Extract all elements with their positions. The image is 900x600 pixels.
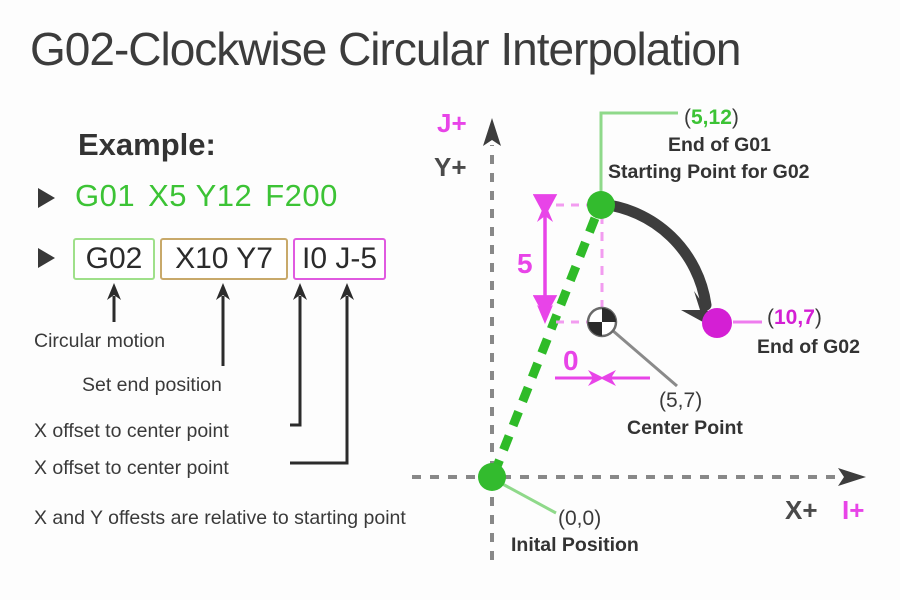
axis-label-x-plus: X+ <box>785 495 818 525</box>
paren-close: ) <box>731 106 739 129</box>
note-x-offset-1: X offset to center point <box>34 420 229 442</box>
annotation-arrows <box>107 283 354 465</box>
paren-open: ( <box>684 106 691 129</box>
leader-lines <box>496 111 762 515</box>
example-heading: Example: <box>78 127 216 162</box>
note-x-offset-2: X offset to center point <box>34 457 229 479</box>
dimension-vertical-5 <box>532 194 558 324</box>
page-title: G02-Clockwise Circular Interpolation <box>30 23 742 75</box>
y-axis <box>483 118 501 560</box>
gcode-g01-command: G01 <box>75 178 136 213</box>
triangle-right-icon <box>38 248 55 268</box>
paren-open: ( <box>558 507 565 530</box>
gcode-g01-coords: X5 Y12 <box>148 178 253 213</box>
paren-close: ) <box>814 306 822 329</box>
gcode-box-g02[interactable]: G02 <box>73 238 155 280</box>
caption-center-point: Center Point <box>627 417 743 439</box>
x-axis-arrowhead <box>838 468 866 486</box>
paren-open: ( <box>767 306 774 329</box>
coord-value-start: 5,12 <box>691 106 732 129</box>
coord-label-end: (10,7) <box>767 306 822 330</box>
gcode-box-offsets[interactable]: I0 J-5 <box>293 238 386 280</box>
coord-value-origin: 0,0 <box>565 507 595 530</box>
dimension-horizontal-0 <box>555 370 650 386</box>
caption-end-of-g02: End of G02 <box>757 336 860 358</box>
gcode-box-endpos[interactable]: X10 Y7 <box>160 238 288 280</box>
point-end-g02[interactable] <box>702 308 732 338</box>
note-set-end-position: Set end position <box>82 374 222 396</box>
note-offsets-relative: X and Y offests are relative to starting… <box>34 507 406 529</box>
dimension-label-horizontal: 0 <box>563 345 579 376</box>
caption-starting-point-g02: Starting Point for G02 <box>608 161 810 183</box>
coord-label-center: (5,7) <box>659 389 702 413</box>
paren-close: ) <box>594 507 602 530</box>
caption-end-of-g01: End of G01 <box>668 134 771 156</box>
caption-inital-position: Inital Position <box>511 534 639 556</box>
point-center-datum-icon[interactable] <box>586 306 618 338</box>
gcode-g01-feed: F200 <box>265 178 338 213</box>
coord-label-origin: (0,0) <box>558 507 601 531</box>
axis-label-i-plus: I+ <box>842 495 865 525</box>
x-axis <box>412 468 866 486</box>
gcode-line-g01: G01 X5 Y12 F200 <box>75 178 338 214</box>
paren-open: ( <box>659 389 666 412</box>
coord-value-end: 10,7 <box>774 306 815 329</box>
coord-label-start: (5,12) <box>684 106 739 130</box>
y-axis-arrowhead <box>483 118 501 146</box>
coord-value-center: 5,7 <box>666 389 696 412</box>
triangle-right-icon <box>38 188 55 208</box>
note-circular-motion: Circular motion <box>34 330 166 352</box>
paren-close: ) <box>695 389 703 412</box>
point-origin[interactable] <box>478 463 506 491</box>
g02-clockwise-arc <box>595 198 723 333</box>
dimension-label-vertical: 5 <box>517 248 533 279</box>
axis-label-j-plus: J+ <box>437 108 467 138</box>
point-start-g02[interactable] <box>587 191 615 219</box>
g01-linear-path <box>489 206 604 476</box>
axis-label-y-plus: Y+ <box>434 152 467 182</box>
